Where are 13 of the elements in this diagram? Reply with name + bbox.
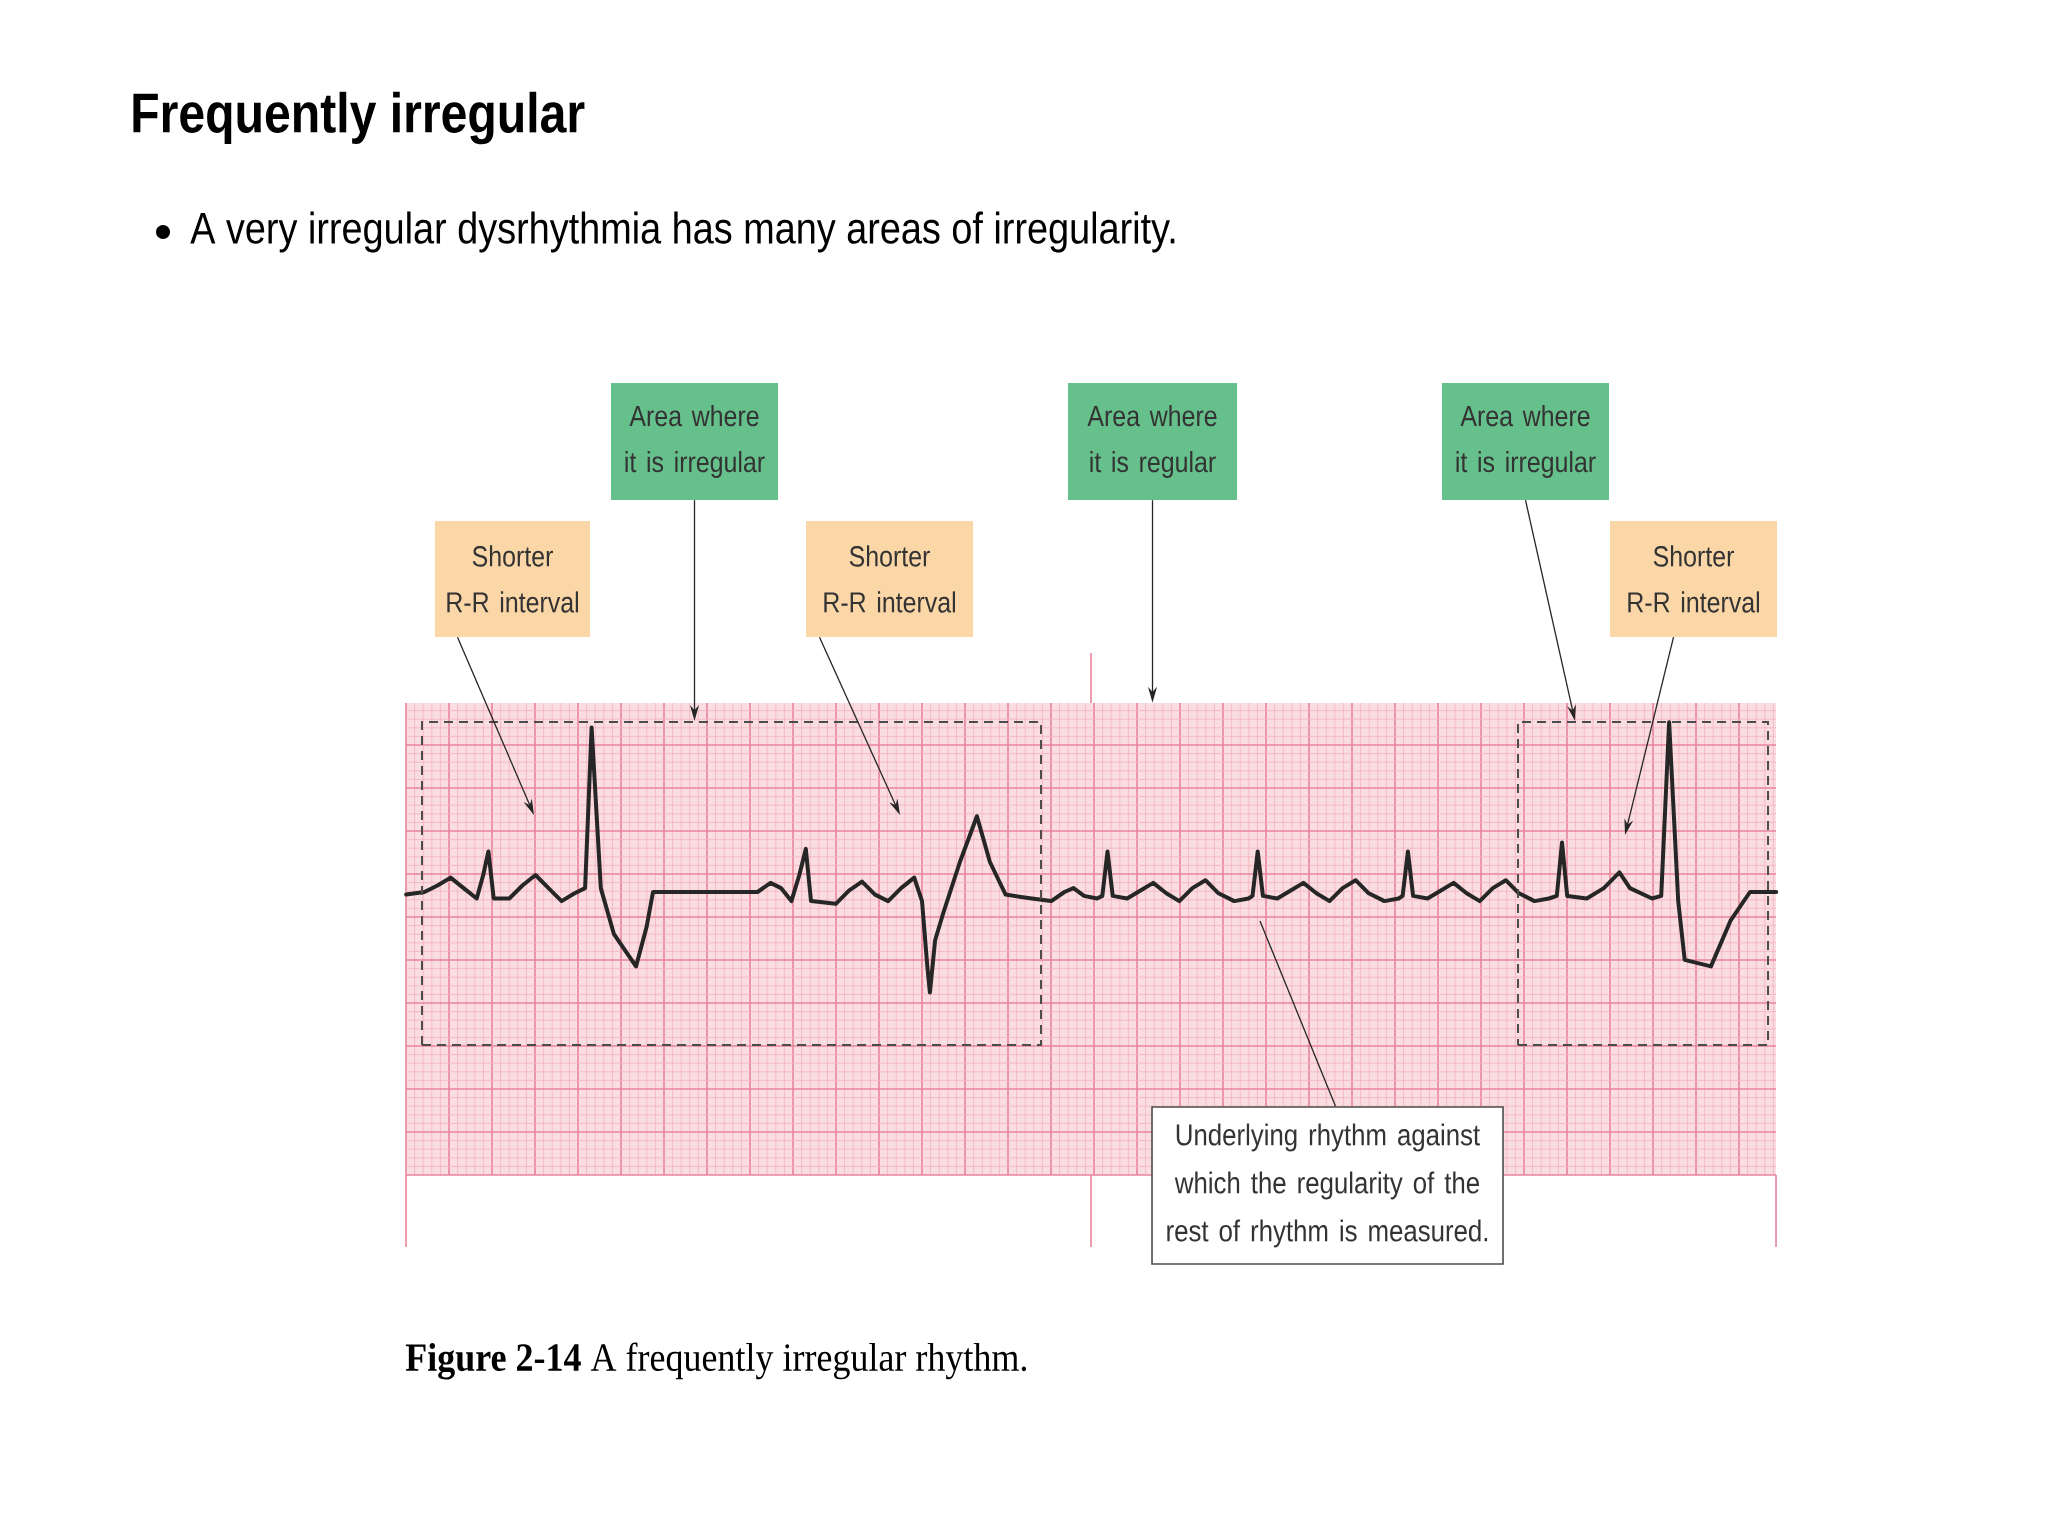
slide-title: Frequently irregular	[133, 91, 585, 145]
callout-box: Shorter R-R interval	[1610, 521, 1777, 637]
leader-line	[1259, 920, 1337, 1107]
callout-box: Shorter R-R interval	[435, 521, 590, 637]
figure-caption: Figure 2-14 A frequently irregular rhythm.	[405, 1342, 1027, 1380]
callout-box: Shorter R-R interval	[806, 521, 973, 637]
bullet-text: A very irregular dysrhythmia has many areas of irregularity.	[190, 211, 1175, 253]
dashed-region-box	[421, 721, 1042, 1046]
callout-box: Area where it is regular	[1068, 383, 1237, 500]
dashed-region-box	[1517, 721, 1769, 1046]
callout-box: Area where it is irregular	[1442, 383, 1609, 500]
callout-box: Area where it is irregular	[611, 383, 778, 500]
callout-box: Underlying rhythm against which the regularity of the rest of rhythm is measured.	[1151, 1106, 1504, 1265]
